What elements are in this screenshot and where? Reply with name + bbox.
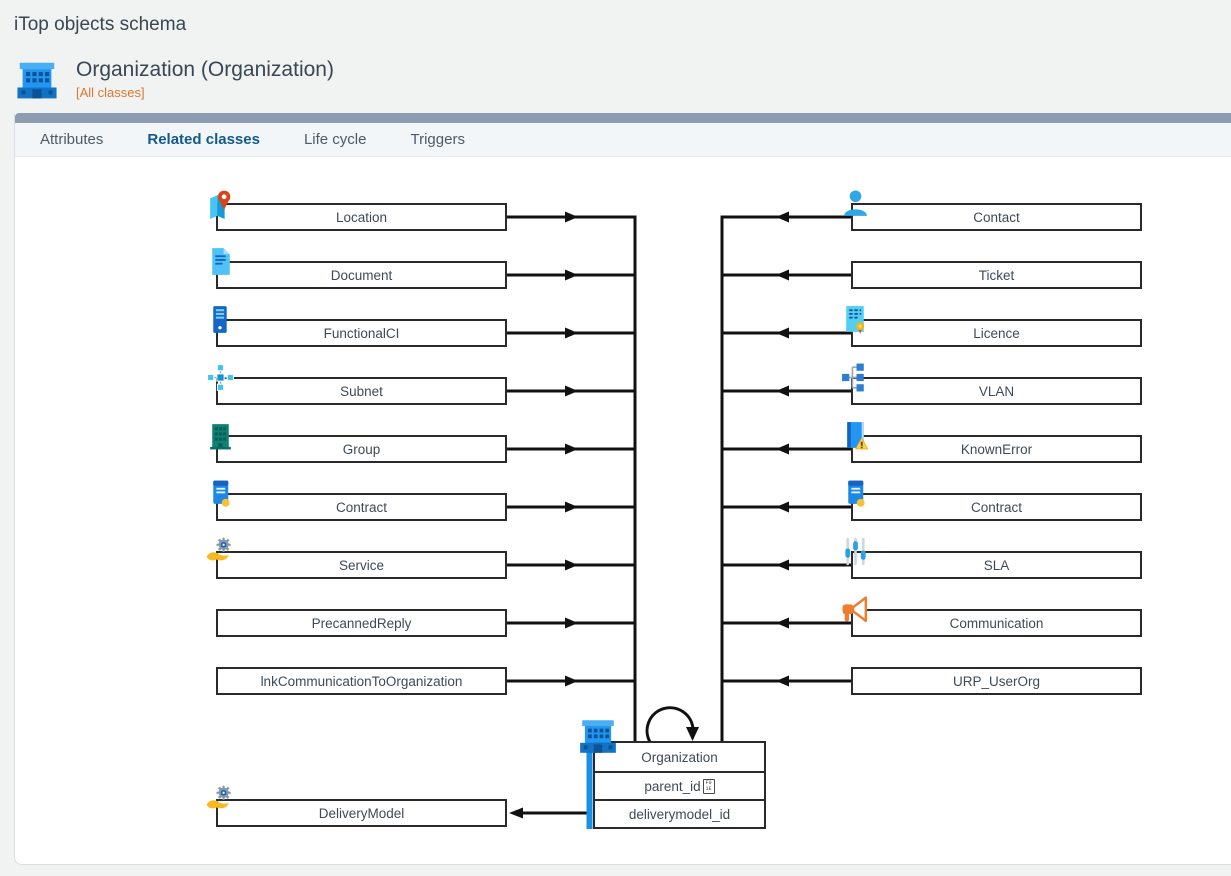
organization-icon	[577, 717, 619, 755]
tab-attributes[interactable]: Attributes	[40, 131, 104, 148]
field-label: deliverymodel_id	[628, 806, 731, 822]
class-node-label: KnownError	[960, 441, 1033, 457]
object-header: Organization (Organization) [All classes…	[14, 57, 334, 101]
group-icon	[205, 420, 236, 451]
organization-icon	[14, 59, 60, 101]
licence-icon	[840, 304, 871, 335]
communication-icon	[840, 594, 871, 625]
field-label: parent_id	[644, 778, 701, 794]
tab-related-classes[interactable]: Related classes	[147, 131, 260, 148]
class-node-location[interactable]: Location	[216, 203, 507, 231]
class-node-urp_userorg[interactable]: URP_UserOrg	[851, 667, 1142, 695]
class-node-communication[interactable]: Communication	[851, 609, 1142, 637]
service-icon	[205, 536, 236, 567]
class-node-label: PrecannedReply	[311, 615, 412, 631]
tab-bar: Attributes Related classes Life cycle Trigg…	[15, 123, 1231, 157]
class-node-label: SLA	[983, 557, 1010, 573]
location-icon	[205, 188, 236, 219]
class-node-label: Ticket	[978, 267, 1015, 283]
class-node-label: lnkCommunicationToOrganization	[260, 673, 463, 689]
vlan-icon	[840, 362, 871, 393]
class-node-ticket[interactable]: Ticket	[851, 261, 1142, 289]
class-node-label: Location	[335, 209, 388, 225]
class-node-label: VLAN	[978, 383, 1015, 399]
document-icon	[205, 246, 236, 277]
contract-icon	[205, 478, 236, 509]
class-node-label: Contact	[973, 209, 1020, 225]
panel-topbar	[15, 113, 1231, 123]
functionalci-icon	[205, 304, 236, 335]
class-node-lnkcommunicationtoorganization[interactable]: lnkCommunicationToOrganization	[216, 667, 507, 695]
class-node-label: Licence	[973, 325, 1020, 341]
class-node-group[interactable]: Group	[216, 435, 507, 463]
class-node-subnet[interactable]: Subnet	[216, 377, 507, 405]
organization-title-row: Organization	[641, 749, 718, 765]
subnet-icon	[205, 362, 236, 393]
class-node-deliverymodel[interactable]: DeliveryModel	[216, 799, 507, 827]
class-node-label: URP_UserOrg	[952, 673, 1041, 689]
object-title: Organization (Organization)	[76, 58, 334, 81]
class-node-label: Communication	[949, 615, 1044, 631]
contract-icon	[840, 478, 871, 509]
organization-field-deliverymodel_id: deliverymodel_id	[595, 799, 764, 827]
knownerror-icon	[840, 420, 871, 451]
tab-triggers[interactable]: Triggers	[410, 131, 465, 148]
class-node-service[interactable]: Service	[216, 551, 507, 579]
class-node-sla[interactable]: SLA	[851, 551, 1142, 579]
class-node-label: Subnet	[340, 383, 383, 399]
class-node-precannedreply[interactable]: PrecannedReply	[216, 609, 507, 637]
class-node-licence[interactable]: Licence	[851, 319, 1142, 347]
page-title: iTop objects schema	[14, 14, 187, 35]
tab-life-cycle[interactable]: Life cycle	[303, 131, 367, 148]
service-icon	[205, 784, 236, 815]
class-node-functionalci[interactable]: FunctionalCI	[216, 319, 507, 347]
sla-icon	[840, 536, 871, 567]
class-node-label: Service	[338, 557, 384, 573]
class-node-label: FunctionalCI	[323, 325, 400, 341]
schema-panel: Attributes Related classes Life cycle Trigg…	[14, 113, 1231, 865]
class-node-contact[interactable]: Contact	[851, 203, 1142, 231]
class-node-label: Contract	[970, 499, 1023, 515]
class-node-label: Group	[342, 441, 381, 457]
class-node-label: Document	[330, 267, 393, 283]
class-node-label: Contract	[335, 499, 388, 515]
class-node-vlan[interactable]: VLAN	[851, 377, 1142, 405]
contact-icon	[840, 188, 871, 219]
class-node-knownerror[interactable]: KnownError	[851, 435, 1142, 463]
class-node-contract[interactable]: Contract	[216, 493, 507, 521]
class-node-label: DeliveryModel	[318, 805, 405, 821]
class-node-contract[interactable]: Contract	[851, 493, 1142, 521]
class-node-document[interactable]: Document	[216, 261, 507, 289]
all-classes-link[interactable]: [All classes]	[76, 85, 145, 101]
